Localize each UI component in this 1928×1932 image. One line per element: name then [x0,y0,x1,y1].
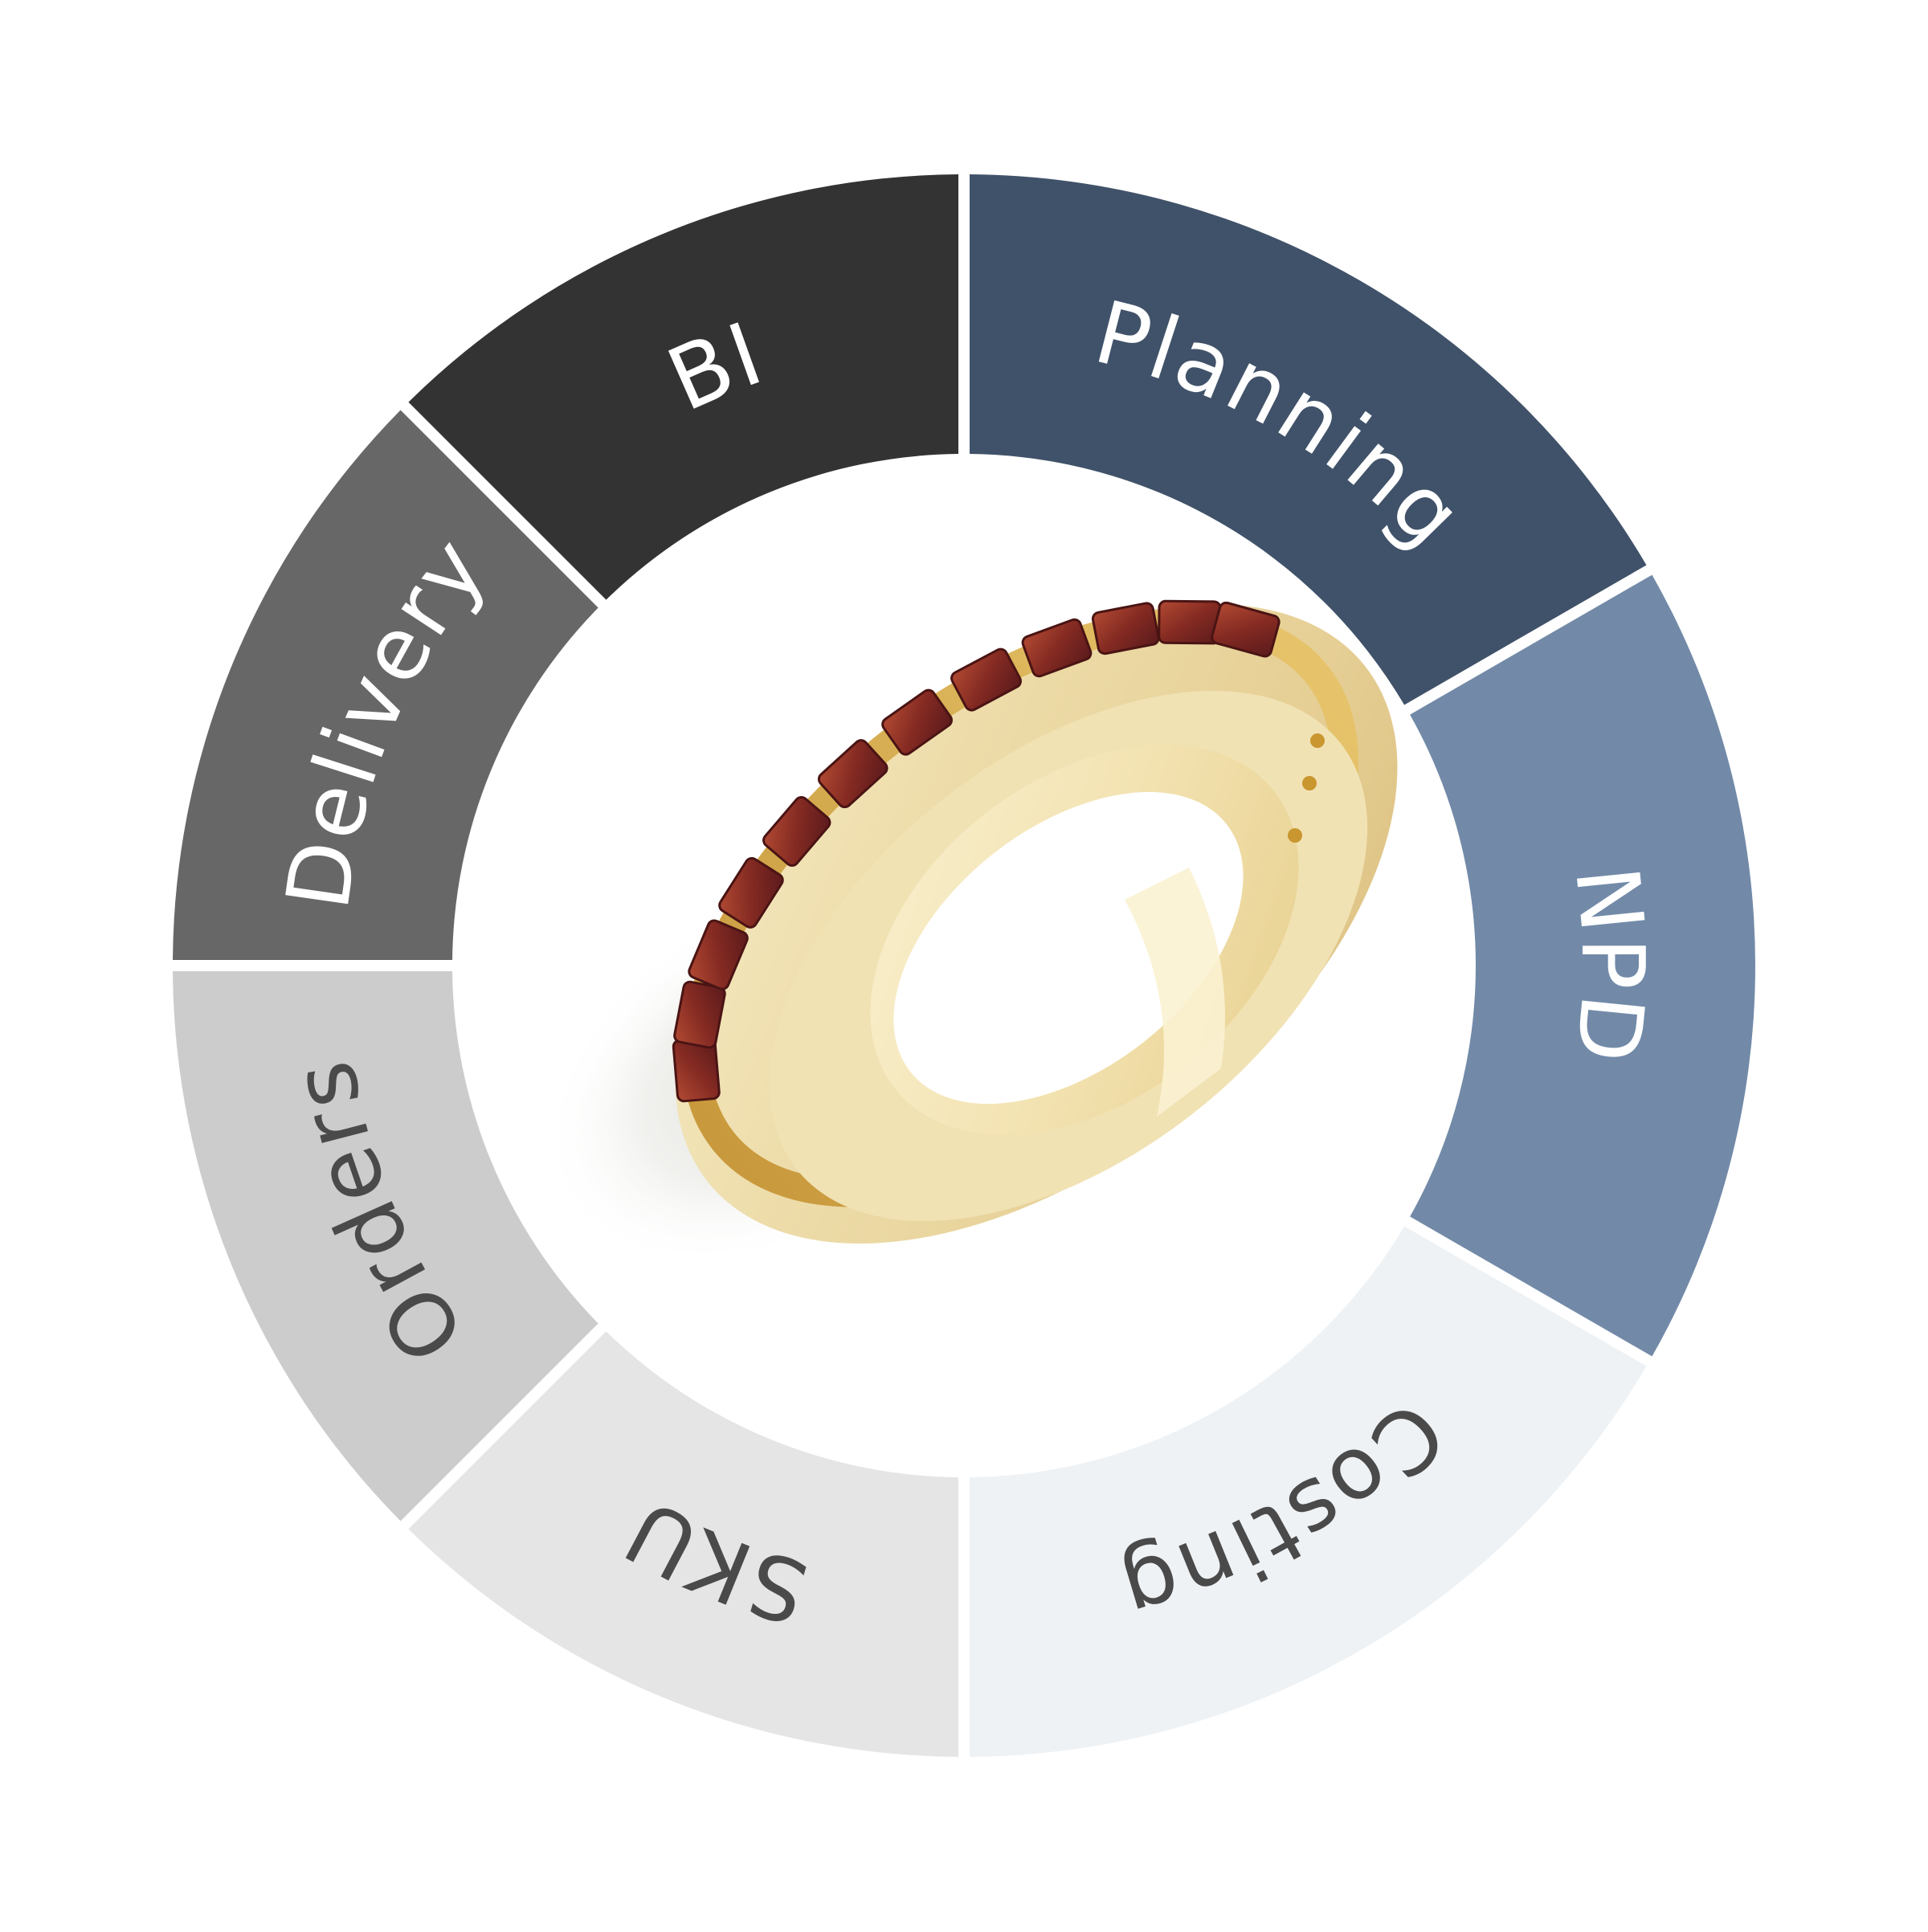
ring-segments [173,174,1755,1757]
garnet-stone [762,795,831,867]
segment-delivery [173,410,598,961]
segment-sku [408,1331,959,1757]
garnet-stone [1211,601,1281,658]
segment-planning [969,174,1647,705]
garnet-stone [673,980,726,1049]
garnet-stone [1091,602,1160,656]
ring-inner-dot [1288,828,1302,843]
segment-label-npd: NPD [1555,862,1662,1068]
gold-garnet-ring-image [542,599,1398,1266]
garnet-stone [718,856,784,929]
segment-label-text: NPD [1555,862,1660,1068]
ring-inner-dot [1310,733,1325,748]
segment-bi [408,174,959,600]
segment-costing [969,1226,1647,1757]
garnet-stone [881,688,953,756]
garnet-stone [950,647,1022,712]
segment-npd [1410,574,1755,1357]
ring-inner-dot [1302,776,1317,790]
ring-hole [893,791,1244,1105]
garnet-stone [1021,618,1093,678]
ring-inner-highlight [1125,868,1225,1117]
garnet-stone [688,919,749,991]
segment-orders [173,970,598,1522]
garnet-stones [672,599,1281,1103]
garnet-stone [817,739,888,809]
